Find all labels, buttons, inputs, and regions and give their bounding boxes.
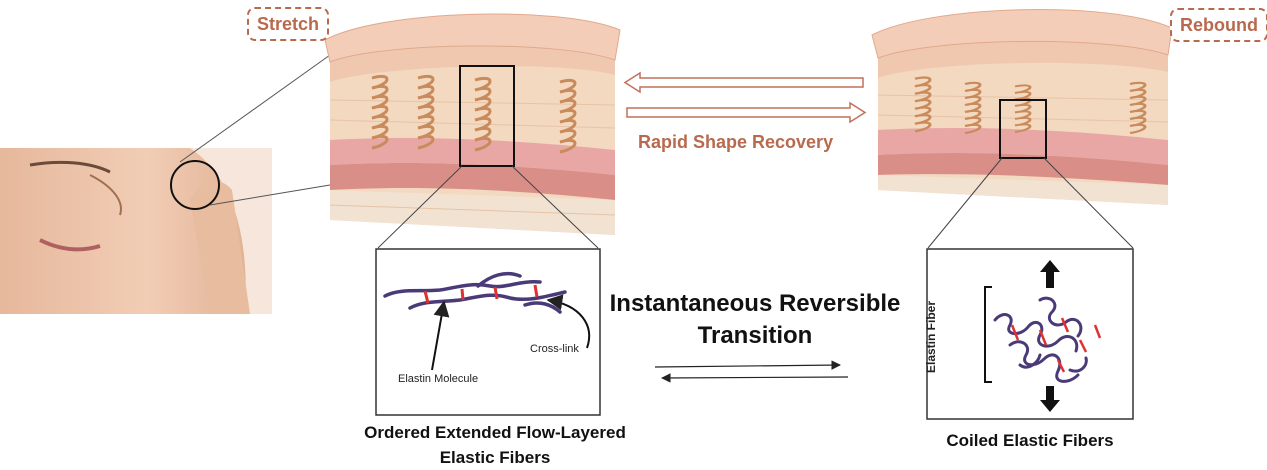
skin-block-right — [871, 9, 1173, 206]
zoom-box-left — [459, 65, 515, 167]
panel-coiled-fibers — [926, 248, 1134, 420]
recovery-arrows — [623, 71, 867, 124]
rebound-tag: Rebound — [1170, 8, 1267, 42]
panel-ordered-fibers — [375, 248, 601, 416]
stretch-tag: Stretch — [247, 7, 330, 41]
coiled-fibers-caption: Coiled Elastic Fibers — [946, 431, 1114, 450]
reversible-arrows — [654, 360, 849, 383]
elastin-molecule-label: Elastin Molecule — [398, 373, 479, 385]
elastin-fiber-label: Elastin Fiber — [924, 300, 939, 374]
zoom-circle — [170, 160, 220, 210]
zoom-box-right — [999, 99, 1047, 159]
skin-block-left — [324, 13, 621, 236]
ordered-fibers-caption: Ordered Extended Flow-Layered Elastic Fi… — [364, 423, 626, 467]
crosslink-label: Cross-link — [530, 343, 579, 355]
face-photo — [0, 148, 272, 314]
recovery-label: Rapid Shape Recovery — [638, 132, 834, 152]
transition-title: Instantaneous Reversible Transition — [609, 290, 901, 349]
